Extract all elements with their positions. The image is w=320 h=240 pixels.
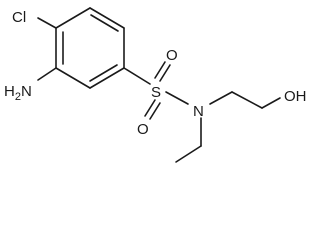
bond-ring-to-nh2: [37, 67, 57, 81]
bond-s-o-top-2: [159, 64, 171, 82]
bond-ch2-ch2: [231, 91, 263, 109]
benzene-ring: [55, 7, 125, 89]
molecule-structure-diagram: Cl H2N S O O N OH: [4, 7, 307, 163]
atom-label-nh2-subscript: 2: [15, 91, 21, 103]
ring-double-bond-top: [90, 14, 119, 32]
ring-bond-4: [55, 67, 91, 89]
atom-label-oh: OH: [284, 88, 307, 105]
ring-bond-1: [89, 7, 125, 29]
atom-label-nh2-h: H: [4, 83, 15, 100]
atom-label-o-bottom: O: [137, 121, 149, 138]
atom-label-nh2: H2N: [4, 83, 32, 103]
bond-ring-to-cl: [37, 17, 57, 29]
atom-label-nh2-n: N: [21, 83, 32, 100]
atom-label-o-top: O: [166, 47, 178, 64]
bond-ch2-to-oh: [261, 97, 281, 109]
atom-label-n: N: [193, 103, 204, 120]
bond-s-o-top-1: [154, 61, 166, 79]
bond-s-o-bottom-2: [149, 102, 161, 120]
atom-label-cl: Cl: [12, 9, 26, 26]
bond-s-to-n: [165, 91, 189, 105]
ring-double-bond-bottom: [89, 64, 118, 82]
bond-s-o-bottom-1: [144, 99, 156, 117]
bond-ring-to-s: [123, 67, 151, 85]
ring-bond-6: [55, 7, 91, 29]
atom-label-s: S: [151, 84, 161, 101]
ring-bond-3: [89, 67, 125, 89]
bond-n-to-ch2: [209, 91, 233, 105]
bond-ethyl-ch2-ch3: [175, 145, 202, 163]
